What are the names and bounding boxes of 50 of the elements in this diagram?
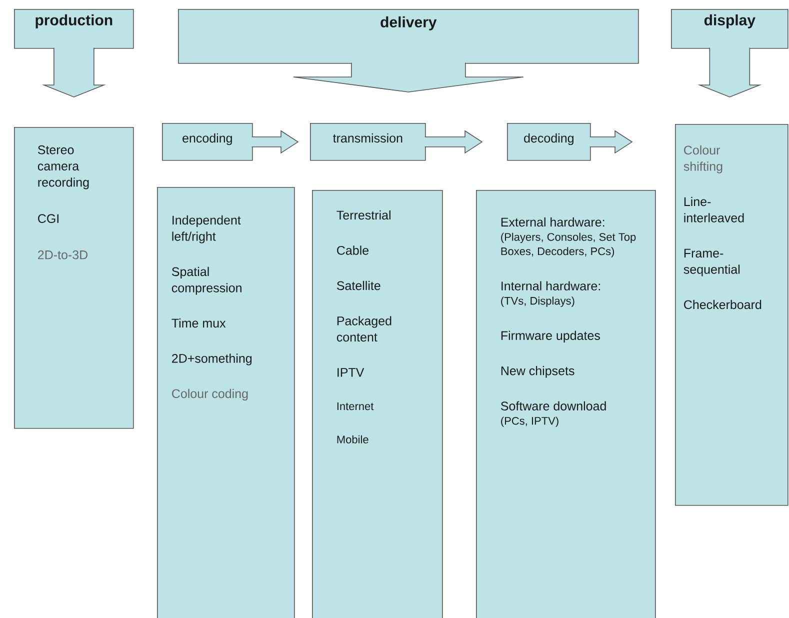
list-item: Colour shifting [684, 145, 722, 174]
list-item: 2D-to-3D [38, 250, 88, 260]
list-item: Internet [337, 402, 374, 410]
list-item: IPTV [338, 368, 364, 377]
block-arrow [42, 47, 106, 98]
list-item: (PCs, IPTV) [501, 416, 558, 427]
callout-box [671, 9, 788, 49]
list-item: Colour coding [172, 388, 248, 401]
list-item: (Players, Consoles, Set Top Boxes, Decoders, PCs) [501, 232, 636, 258]
step-label: transmission [333, 133, 402, 143]
block-arrow [698, 47, 762, 98]
step-label: decoding [524, 133, 574, 146]
column-box [312, 190, 443, 618]
list-item: Stereo camera recording [38, 145, 89, 190]
list-item: Independent left/right [172, 215, 241, 244]
list-item: Satellite [336, 280, 380, 290]
column-box [14, 127, 134, 429]
block-arrow [424, 130, 483, 154]
column-box [157, 187, 295, 618]
heading: delivery [380, 16, 437, 30]
list-item: Software download [500, 401, 606, 410]
list-item: Spatial compression [172, 266, 242, 295]
callout-box [14, 9, 134, 49]
list-item: Terrestrial [336, 210, 390, 220]
block-arrow [293, 62, 524, 92]
list-item: Time mux [172, 318, 226, 328]
list-item: CGI [38, 214, 58, 223]
column-box [476, 190, 656, 618]
callout-box [178, 9, 639, 64]
list-item: (TVs, Displays) [501, 296, 574, 307]
list-item: Checkerboard [684, 300, 762, 310]
list-item: Cable [337, 246, 368, 255]
heading: production [36, 14, 112, 28]
block-arrow [589, 130, 633, 154]
list-item: External hardware: [501, 217, 604, 227]
step-box [310, 123, 426, 161]
list-item: Line-interleaved [684, 196, 744, 222]
list-item: Packaged content [336, 316, 392, 342]
list-item: Mobile [337, 435, 368, 444]
list-item: Internal hardware: [502, 281, 600, 290]
step-box [507, 123, 591, 161]
block-arrow [251, 130, 299, 154]
list-item: New chipsets [501, 366, 574, 378]
list-item: Frame-sequential [684, 248, 740, 276]
step-label: encoding [182, 133, 232, 146]
step-box [162, 123, 253, 161]
heading: display [704, 14, 756, 28]
list-item: 2D+something [172, 354, 252, 366]
column-box [675, 124, 788, 506]
list-item: Firmware updates [501, 330, 600, 342]
